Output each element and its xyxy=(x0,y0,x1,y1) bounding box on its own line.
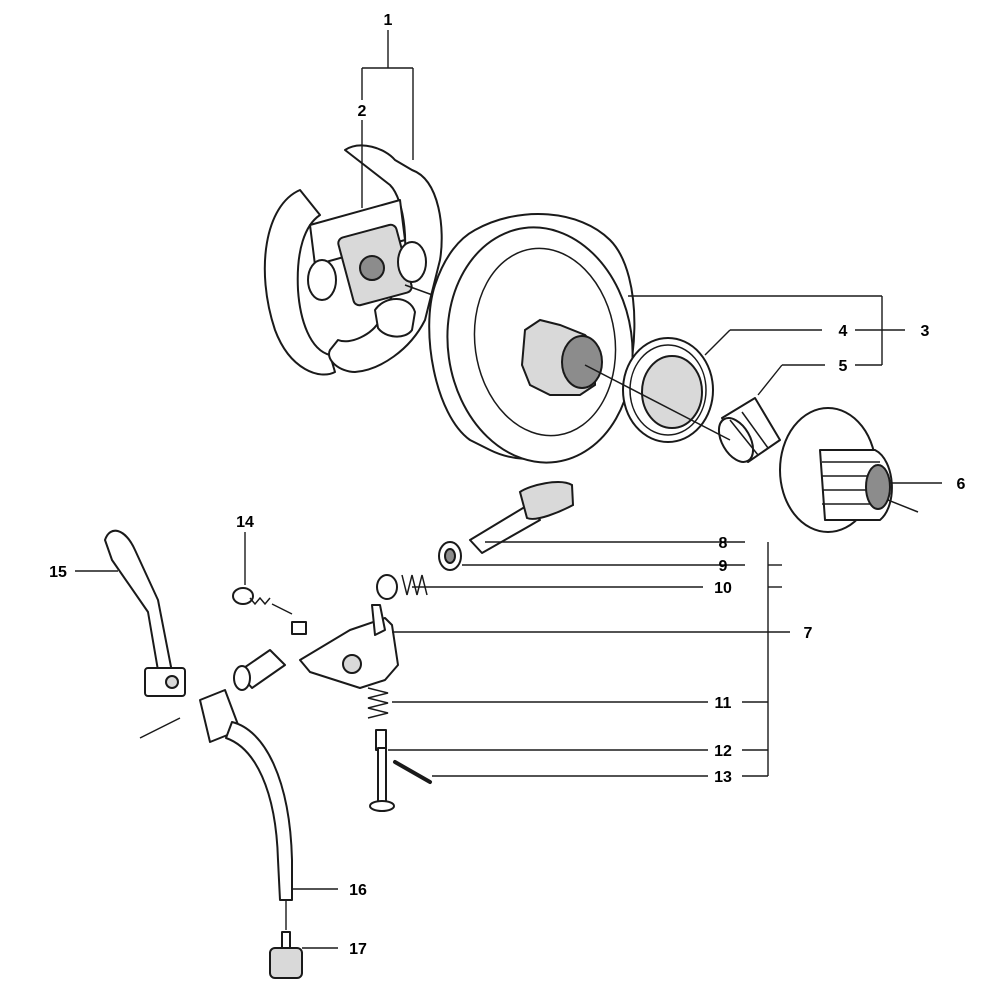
oil-hose-tube xyxy=(225,721,293,901)
pump-plunger-shaft xyxy=(377,747,387,804)
callout-12: 12 xyxy=(714,743,732,760)
oil-pump-lug xyxy=(291,621,307,635)
callout-13: 13 xyxy=(714,769,732,786)
callout-11: 11 xyxy=(715,695,732,712)
callout-10: 10 xyxy=(714,580,732,597)
drive-washer xyxy=(779,407,919,533)
callout-6: 6 xyxy=(957,476,966,493)
pump-shaft-spline xyxy=(518,481,575,520)
oil-filter xyxy=(269,931,303,979)
callout-16: 16 xyxy=(349,882,367,899)
lever xyxy=(104,529,186,739)
needle-bearing xyxy=(717,397,781,463)
main-axis-line xyxy=(584,364,731,441)
roll-pin xyxy=(393,760,432,784)
oil-pump-inlet-end xyxy=(233,665,251,691)
oil-pump-body xyxy=(299,617,399,689)
callout-7: 7 xyxy=(804,625,813,642)
pump-ring xyxy=(376,574,398,600)
oil-pump-housing xyxy=(233,604,399,691)
rim-sprocket xyxy=(622,337,714,443)
clutch-drum-ring xyxy=(473,247,617,437)
clutch-hub-bore xyxy=(359,255,385,281)
pump-shaft-rod xyxy=(469,504,541,554)
needle-bearing-line-1 xyxy=(729,419,759,456)
clutch-assembly xyxy=(263,144,461,376)
callout-14: 14 xyxy=(236,514,254,531)
screw xyxy=(232,587,293,615)
callout-8: 8 xyxy=(719,535,728,552)
clutch-shoe-left xyxy=(263,189,336,376)
callout-9: 9 xyxy=(719,558,728,575)
rim-sprocket-teeth xyxy=(629,344,707,436)
callout-3: 3 xyxy=(921,323,930,340)
clutch-drum-bore xyxy=(561,335,603,389)
callout-2: 2 xyxy=(358,103,367,120)
lever-clamp-hole xyxy=(165,675,179,689)
callout-1: 1 xyxy=(384,12,393,29)
oil-pump-port xyxy=(342,654,362,674)
pump-plunger xyxy=(369,729,395,812)
callout-4: 4 xyxy=(839,323,848,340)
pump-spring-coil xyxy=(401,574,428,596)
clutch-drum xyxy=(428,213,636,464)
pump-shaft xyxy=(469,481,575,554)
screw-thread xyxy=(249,596,271,606)
needle-bearing-end xyxy=(717,417,755,463)
screw-axis xyxy=(271,603,293,615)
drive-washer-axis xyxy=(887,499,919,513)
oil-hose xyxy=(199,689,293,930)
drive-washer-bore xyxy=(865,464,891,510)
needle-bearing-line-2 xyxy=(741,411,769,449)
oil-pump-fork xyxy=(371,604,386,636)
lever-arm xyxy=(104,529,173,683)
clutch-spring-coil-left xyxy=(307,259,337,301)
callout-17: 17 xyxy=(349,941,367,958)
callouts: 1 2 3 4 5 6 7 8 9 10 11 12 13 14 15 16 1… xyxy=(49,12,965,958)
pump-spring xyxy=(376,574,428,600)
leader-lines xyxy=(75,30,942,949)
oil-filter-body xyxy=(269,947,303,979)
lever-axis xyxy=(139,717,181,739)
callout-15: 15 xyxy=(49,564,67,581)
clutch-spring-coil-right xyxy=(397,241,427,283)
pump-lower-spring xyxy=(367,687,389,719)
screw-head xyxy=(232,587,254,605)
callout-5: 5 xyxy=(839,358,848,375)
rim-sprocket-inner xyxy=(641,355,703,429)
pump-washer-hole xyxy=(444,548,456,564)
pump-plunger-base xyxy=(369,800,395,812)
clutch-lower-link xyxy=(374,298,416,338)
